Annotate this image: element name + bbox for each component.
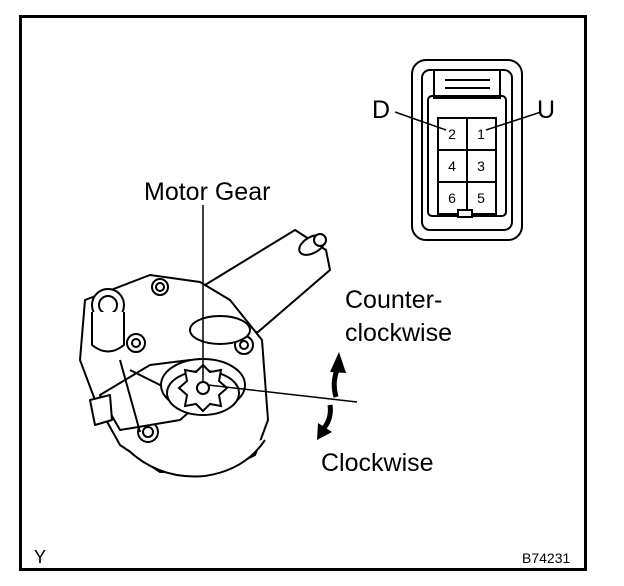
terminal-u-label: U xyxy=(537,96,556,124)
clockwise-arrow xyxy=(317,404,333,440)
motor-gear xyxy=(177,363,229,413)
counter-clockwise-label: clockwise xyxy=(345,319,452,347)
terminal-leader-lines xyxy=(394,111,542,131)
pin-3-label: 3 xyxy=(477,158,485,174)
terminal-d-label: D xyxy=(372,96,391,124)
counter-label: Counter- xyxy=(345,286,443,314)
pin-4-label: 4 xyxy=(448,158,456,174)
counter-clockwise-arrow xyxy=(330,352,346,398)
corner-mark: Y xyxy=(34,547,47,567)
figure-code: B74231 xyxy=(522,550,571,566)
pin-1-label: 1 xyxy=(477,126,485,142)
clockwise-label: Clockwise xyxy=(321,449,434,477)
pin-2-label: 2 xyxy=(448,126,456,142)
power-window-motor xyxy=(79,229,331,478)
pin-5-label: 5 xyxy=(477,190,485,206)
gear-axis-line xyxy=(207,384,358,403)
connector-drawing xyxy=(411,59,523,241)
pin-6-label: 6 xyxy=(448,190,456,206)
motor-gear-label: Motor Gear xyxy=(144,178,271,206)
